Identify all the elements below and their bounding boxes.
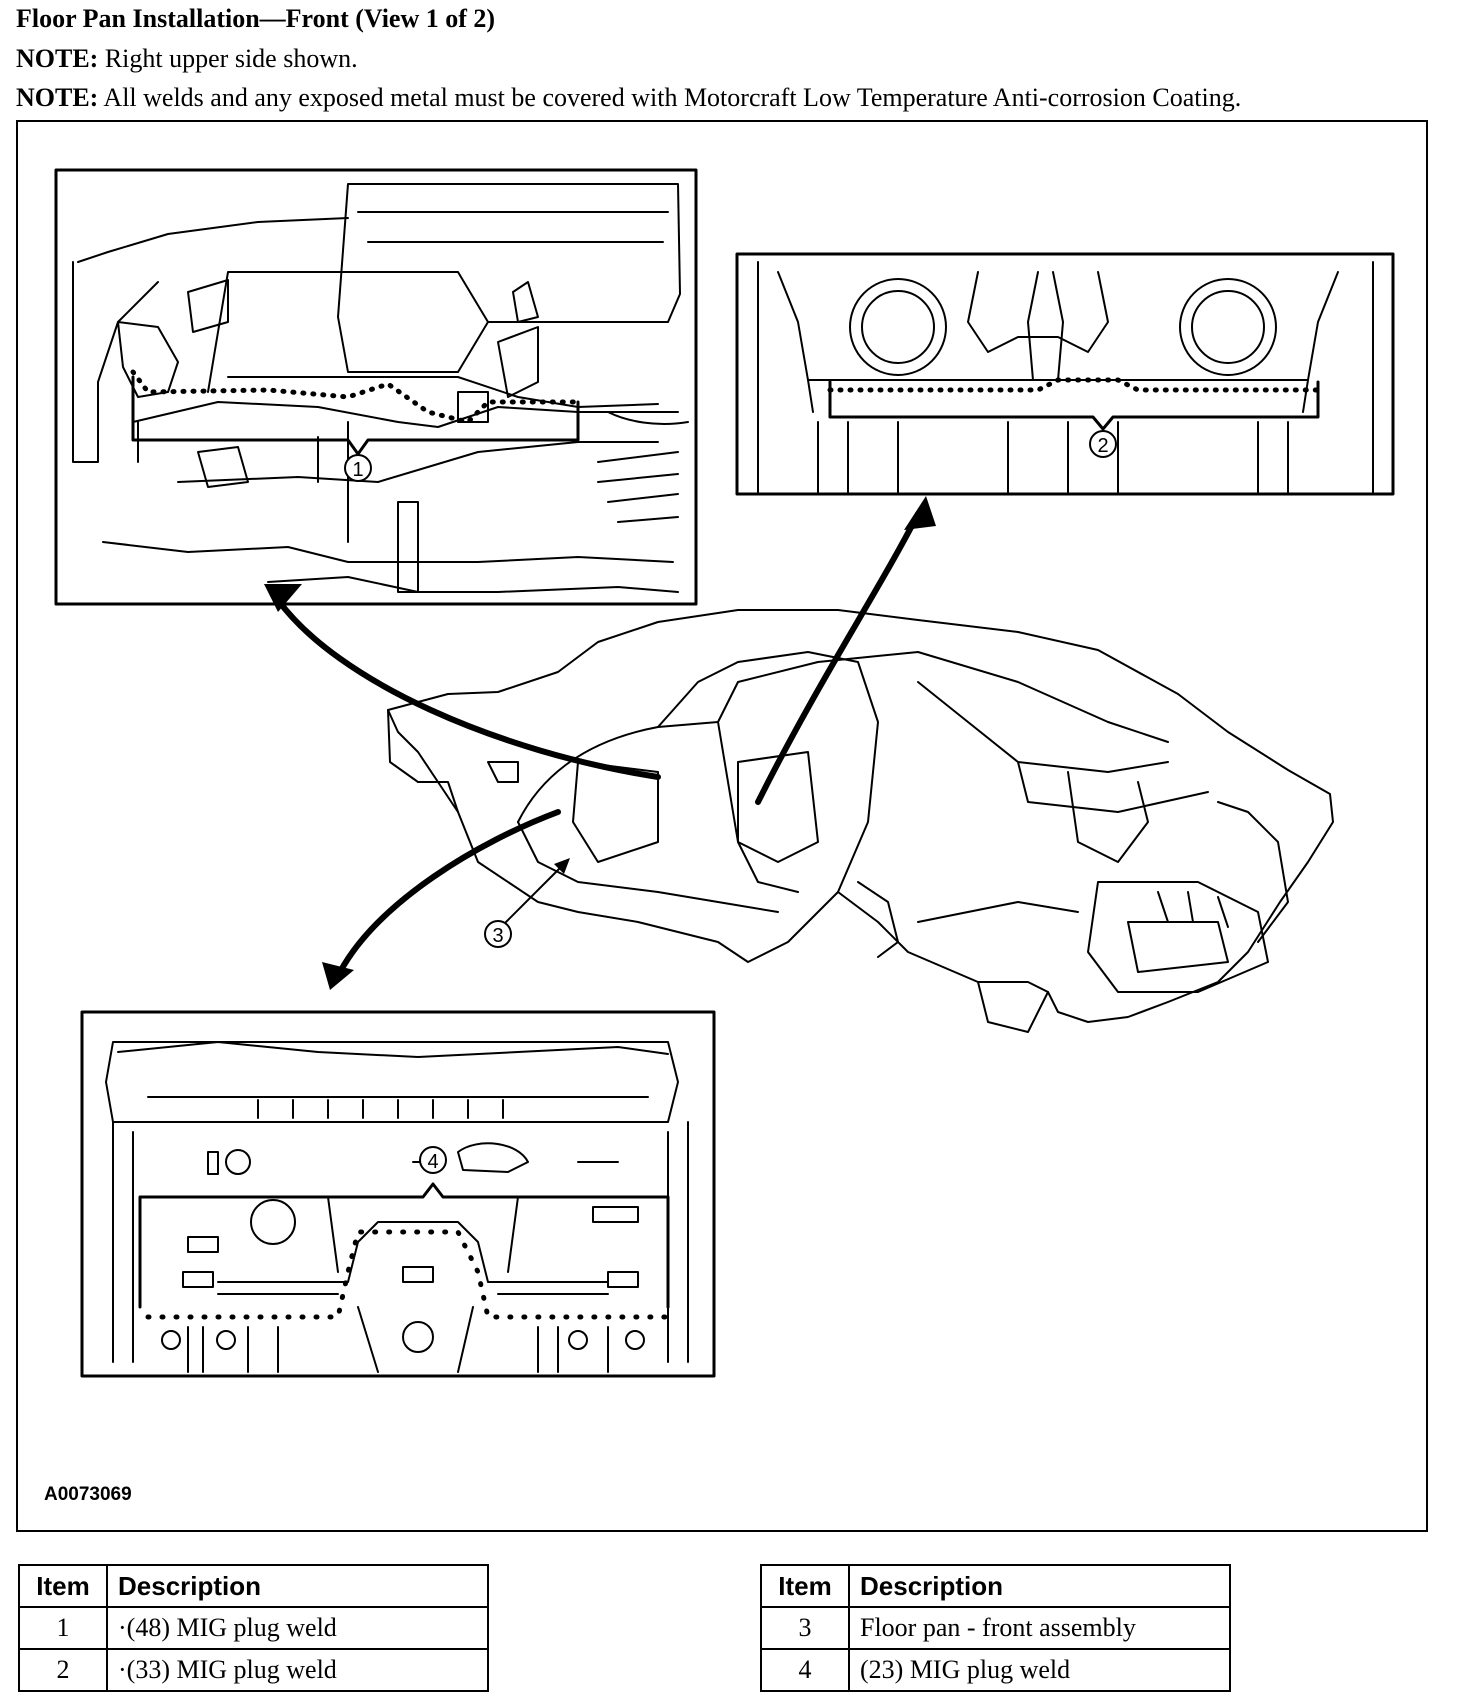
legend-table-right: Item Description 3 Floor pan - front ass… bbox=[760, 1564, 1231, 1692]
note-label: NOTE: bbox=[16, 83, 99, 112]
vehicle-body-illustration bbox=[387, 609, 1334, 1033]
item-number: 4 bbox=[760, 1648, 850, 1692]
item-description: Floor pan - front assembly bbox=[848, 1606, 1231, 1650]
item-number: 2 bbox=[18, 1648, 108, 1692]
note-text: Right upper side shown. bbox=[104, 44, 358, 73]
arrow-to-inset-1 bbox=[264, 584, 661, 780]
item-description: ·(48) MIG plug weld bbox=[106, 1606, 489, 1650]
callout-3-label: 3 bbox=[492, 925, 503, 947]
illustration: 1 2 bbox=[54, 168, 1395, 1378]
page-title: Floor Pan Installation—Front (View 1 of … bbox=[16, 4, 496, 33]
inset-front-upper bbox=[54, 168, 698, 606]
inset-rear-upper bbox=[735, 252, 1395, 496]
table-row: 4 (23) MIG plug weld bbox=[760, 1648, 1231, 1692]
column-header-item: Item bbox=[760, 1564, 850, 1608]
arrow-to-inset-4 bbox=[322, 809, 561, 990]
item-number: 3 bbox=[760, 1606, 850, 1650]
table-row: 3 Floor pan - front assembly bbox=[760, 1606, 1231, 1650]
note-line-1: NOTE: Right upper side shown. bbox=[16, 44, 358, 74]
callout-1-label: 1 bbox=[352, 459, 363, 481]
arrow-to-inset-2 bbox=[755, 496, 936, 805]
column-header-description: Description bbox=[848, 1564, 1231, 1608]
callout-4-label: 4 bbox=[427, 1151, 438, 1173]
table-row: 1 ·(48) MIG plug weld bbox=[18, 1606, 489, 1650]
note-label: NOTE: bbox=[16, 44, 99, 73]
leader-callout-3 bbox=[484, 858, 570, 948]
inset-floor-pan bbox=[80, 1010, 716, 1378]
column-header-description: Description bbox=[106, 1564, 489, 1608]
figure-id: A0073069 bbox=[44, 1484, 132, 1505]
item-description: ·(33) MIG plug weld bbox=[106, 1648, 489, 1692]
illustration-frame: 1 2 bbox=[16, 120, 1428, 1532]
note-text: All welds and any exposed metal must be … bbox=[103, 83, 1242, 112]
table-header-row: Item Description bbox=[760, 1564, 1231, 1608]
column-header-item: Item bbox=[18, 1564, 108, 1608]
item-number: 1 bbox=[18, 1606, 108, 1650]
table-header-row: Item Description bbox=[18, 1564, 489, 1608]
callout-2-label: 2 bbox=[1097, 435, 1108, 457]
note-line-2: NOTE: All welds and any exposed metal mu… bbox=[16, 83, 1241, 113]
table-row: 2 ·(33) MIG plug weld bbox=[18, 1648, 489, 1692]
item-description: (23) MIG plug weld bbox=[848, 1648, 1231, 1692]
legend-table-left: Item Description 1 ·(48) MIG plug weld 2… bbox=[18, 1564, 489, 1692]
